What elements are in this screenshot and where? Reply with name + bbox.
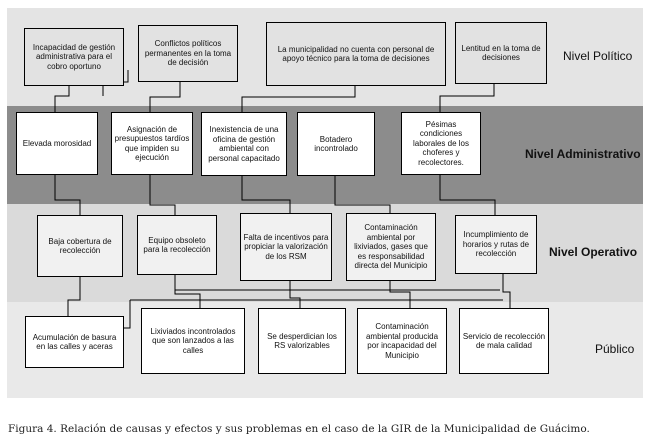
- box-publico-1: Acumulación de basura en las calles y ac…: [25, 316, 124, 368]
- box-operativo-5: Incumplimiento de horarios y rutas de re…: [455, 215, 537, 274]
- box-publico-3: Se desperdician los RS valorizables: [258, 308, 346, 374]
- level-operativo: Nivel Operativo: [549, 245, 638, 259]
- box-administrativo-3: Inexistencia de una oficina de gestión a…: [201, 112, 287, 176]
- box-politico-3: La municipalidad no cuenta con personal …: [266, 22, 446, 86]
- box-administrativo-1: Elevada morosidad: [16, 112, 98, 175]
- box-publico-2: Lixiviados incontrolados que son lanzado…: [141, 308, 245, 374]
- box-politico-2: Conflictos políticos permanentes en la t…: [138, 25, 238, 82]
- box-politico-1: Incapacidad de gestión administrativa pa…: [24, 28, 124, 86]
- box-publico-5: Servicio de recolección de mala calidad: [459, 308, 549, 374]
- level-publico: Público: [595, 342, 635, 356]
- box-administrativo-2: Asignación de presupuestos tardíos que i…: [111, 112, 193, 175]
- box-politico-4: Lentitud en la toma de decisiones: [455, 22, 547, 84]
- box-operativo-4: Contaminación ambiental por lixiviados, …: [346, 213, 436, 281]
- level-politico: Nivel Político: [563, 49, 633, 63]
- box-administrativo-4: Botadero incontrolado: [297, 112, 375, 176]
- box-operativo-1: Baja cobertura de recolección: [37, 215, 123, 277]
- box-operativo-2: Equipo obsoleto para la recolección: [137, 215, 217, 275]
- box-administrativo-5: Pésimas condiciones laborales de los cho…: [401, 112, 481, 175]
- level-administrativo: Nivel Administrativo: [525, 147, 641, 161]
- figure-caption: Figura 4. Relación de causas y efectos y…: [8, 423, 590, 435]
- box-operativo-3: Falta de incentivos para propiciar la va…: [240, 213, 332, 281]
- box-publico-4: Contaminación ambiental producida por in…: [357, 308, 447, 374]
